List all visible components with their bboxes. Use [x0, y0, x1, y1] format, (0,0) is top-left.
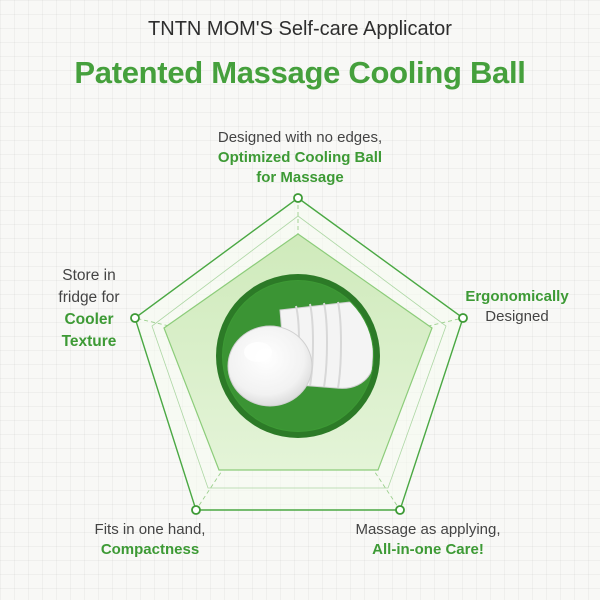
product-circle — [216, 274, 380, 438]
feature-no-edges-title-2: for Massage — [256, 169, 344, 186]
page-title: Patented Massage Cooling Ball — [74, 55, 526, 90]
feature-cooler-desc-1: Store in — [62, 267, 116, 284]
vertex-dots — [130, 193, 468, 515]
feature-ergonomic-desc: Designed — [485, 308, 549, 325]
feature-all-in-one: Massage as applying, All-in-one Care! — [328, 520, 528, 560]
feature-all-in-one-title: All-in-one Care! — [372, 541, 484, 558]
feature-ergonomic-title: Ergonomically — [465, 288, 569, 305]
brand-subtitle: TNTN MOM'S Self-care Applicator — [148, 18, 452, 40]
feature-compact-desc: Fits in one hand, — [94, 521, 206, 538]
feature-all-in-one-desc: Massage as applying, — [355, 521, 501, 538]
feature-cooler-title-1: Cooler — [64, 311, 114, 328]
cooling-ball — [227, 325, 313, 407]
feature-no-edges-title-1: Optimized Cooling Ball — [217, 149, 383, 166]
feature-cooler-title-2: Texture — [61, 333, 117, 350]
feature-cooler: Store in fridge for Cooler Texture — [34, 265, 144, 353]
feature-ergonomic: Ergonomically Designed — [452, 287, 582, 327]
feature-compact-title: Compactness — [100, 541, 200, 558]
feature-no-edges-desc: Designed with no edges, — [217, 129, 383, 146]
feature-no-edges: Designed with no edges, Optimized Coolin… — [150, 128, 450, 188]
feature-cooler-desc-2: fridge for — [58, 289, 120, 306]
mid-pentagon — [151, 215, 447, 489]
feature-compact: Fits in one hand, Compactness — [60, 520, 240, 560]
